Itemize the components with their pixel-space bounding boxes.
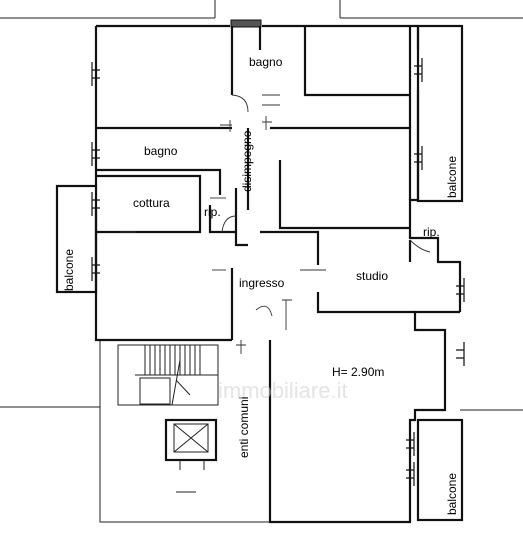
- balcone-right-top-outline: [416, 24, 464, 203]
- height-note: H= 2.90m: [332, 365, 384, 379]
- room-label-enti-comuni: enti comuni: [237, 397, 251, 458]
- room-label-disimpegno: disimpegno: [240, 130, 254, 192]
- room-label-balcone-right-bottom: balcone: [445, 473, 459, 515]
- balcone-right-bottom-outline: [416, 418, 464, 522]
- room-label-cottura: cottura: [133, 196, 170, 210]
- elevator: [164, 418, 218, 493]
- windows: [91, 58, 465, 486]
- room-label-balcone-left: balcone: [62, 249, 76, 291]
- room-label-bagno-top: bagno: [249, 55, 283, 69]
- balcone-left-outline: [55, 184, 98, 294]
- balconies: [55, 24, 464, 522]
- room-label-studio: studio: [356, 269, 388, 283]
- room-label-balcone-right-top: balcone: [445, 156, 459, 198]
- stairwell: [117, 344, 219, 406]
- elevator-shaft: [164, 418, 218, 462]
- room-label-ingresso: ingresso: [239, 276, 285, 290]
- room-label-bagno-left: bagno: [144, 144, 178, 158]
- doors: [120, 94, 431, 354]
- watermark: immobiliare.it: [218, 378, 348, 403]
- room-label-rip-right: rip.: [423, 225, 440, 239]
- room-label-rip-left: rip.: [204, 205, 221, 219]
